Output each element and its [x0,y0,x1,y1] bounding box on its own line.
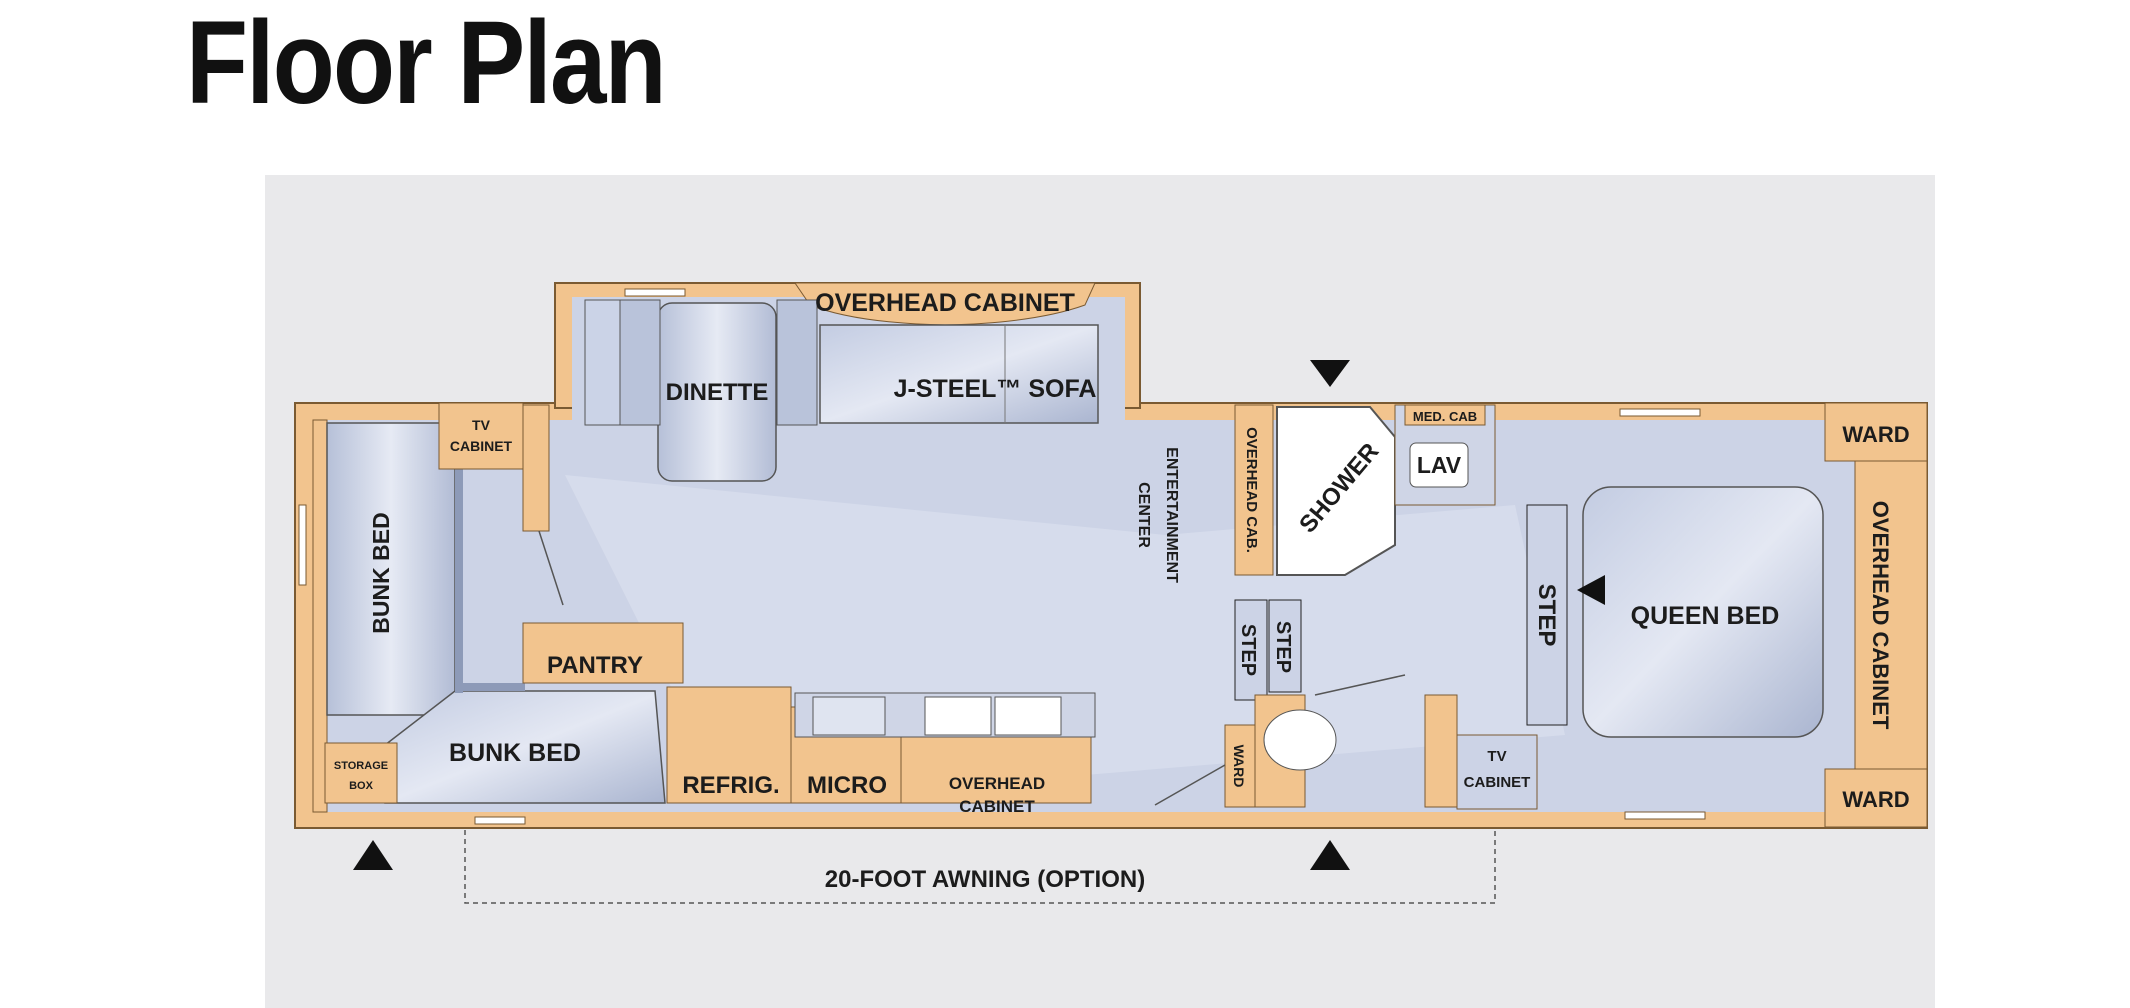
door-arrow-top [1310,360,1350,387]
overhead-cab [1234,404,1274,576]
sink-left [924,696,992,736]
label-refrig: REFRIG. [682,772,779,799]
bunk-room [312,402,666,813]
queen-bed [1582,486,1824,738]
label-entertainment-center-2: CENTER [1135,482,1152,548]
label-sofa: J-STEEL™ SOFA [894,375,1097,403]
label-bunk-bed-horizontal: BUNK BED [449,739,581,767]
label-ward-top: WARD [1842,422,1909,447]
label-tv-cabinet-left-1: TV [472,417,491,433]
ward-bottom [1824,768,1928,828]
bunk-bed-vertical [326,422,456,716]
sofa [819,324,1099,424]
label-ward-bottom: WARD [1842,787,1909,812]
windows [298,288,1706,825]
label-queen-bed: QUEEN BED [1631,602,1780,630]
sink-right [994,696,1062,736]
label-step-left: STEP [1237,624,1259,676]
slide-out [584,282,1099,482]
door-arrow-bed [1577,575,1605,605]
label-entertainment-center-1: ENTERTAINMENT [1163,447,1180,583]
label-tv-cabinet-right-1: TV [1487,748,1506,765]
label-micro: MICRO [807,772,887,799]
label-awning: 20-FOOT AWNING (OPTION) [825,866,1145,893]
storage-box [324,742,398,804]
label-overhead-cabinet-right: OVERHEAD CABINET [1868,501,1893,730]
label-storage-box-1: STORAGE [334,760,388,772]
label-overhead-cab: OVERHEAD CAB. [1243,427,1260,553]
pantry [522,622,684,684]
awning-outline [464,830,1496,904]
ward-small [1224,724,1256,808]
label-dinette: DINETTE [666,379,769,406]
tv-cabinet-right [1456,734,1538,810]
label-lav: LAV [1417,452,1462,478]
door-arrow-bottom [1310,840,1350,870]
label-step-bedroom: STEP [1533,584,1560,647]
bedroom [1424,402,1928,828]
center-section [1154,404,1496,808]
step-bedroom [1526,504,1568,726]
label-tv-cabinet-right-2: CABINET [1464,774,1531,791]
label-step-right: STEP [1272,621,1294,673]
label-storage-box-2: BOX [349,780,374,792]
page-title: Floor Plan [186,0,667,129]
toilet [1263,709,1337,771]
refrigerator [666,686,792,804]
label-med-cab: MED. CAB [1413,409,1477,424]
step-left [1234,599,1268,701]
kitchen [522,622,1096,804]
label-overhead-cabinet-kitchen-2: CABINET [959,797,1035,816]
bunk-bed-horizontal [384,690,666,804]
overhead-cabinet-kitchen [900,734,1092,804]
tv-cabinet-left [438,402,524,470]
ward-top [1824,402,1928,462]
label-bunk-bed-vertical: BUNK BED [368,512,394,633]
label-overhead-cabinet-top: OVERHEAD CABINET [815,289,1075,317]
label-overhead-cabinet-kitchen-1: OVERHEAD [949,774,1045,793]
floor-plan-image: OVERHEAD CABINET DINETTE J-STEEL™ SOFA T… [265,175,1935,1008]
floor-plan-diagram: OVERHEAD CABINET DINETTE J-STEEL™ SOFA T… [265,175,1935,1008]
label-pantry: PANTRY [547,652,643,679]
label-ward-small: WARD [1231,745,1247,788]
label-tv-cabinet-left-2: CABINET [450,438,513,454]
lav [1409,442,1469,488]
stove [812,696,886,736]
step-right [1268,599,1302,693]
shower [1276,406,1396,576]
overhead-cabinet-right [1854,460,1928,770]
door-arrow-left [353,840,393,870]
